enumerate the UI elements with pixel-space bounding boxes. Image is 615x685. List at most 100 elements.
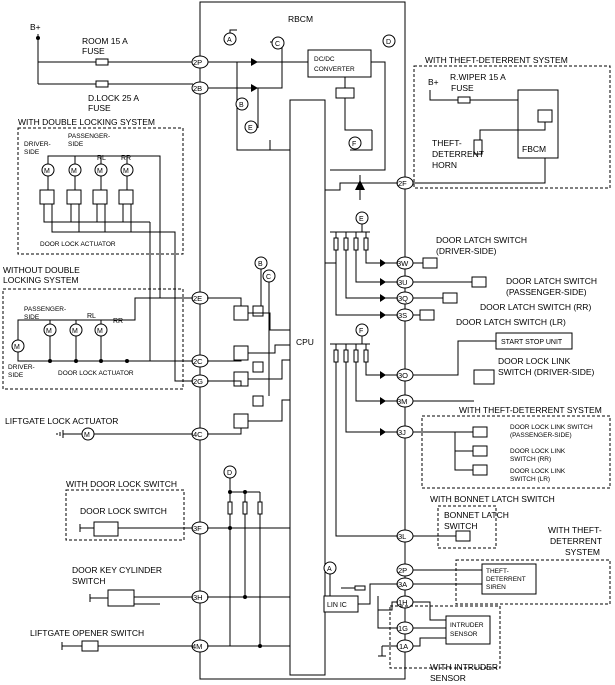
svg-text:A: A bbox=[227, 37, 232, 44]
motor-rl-single: M bbox=[69, 323, 83, 337]
motor-driver-double: M bbox=[41, 163, 55, 177]
marker-F2: F bbox=[355, 323, 369, 337]
pin-3L: 3L bbox=[396, 529, 414, 543]
svg-text:M: M bbox=[84, 432, 90, 439]
ground-icon bbox=[89, 594, 108, 602]
ground-icon bbox=[56, 430, 64, 438]
intruder-group-title-1: WITH INTRUDER bbox=[430, 662, 498, 672]
junction-dot bbox=[74, 359, 78, 363]
fbcm-relay bbox=[537, 109, 553, 123]
passenger-side-label: PASSENGER- bbox=[68, 133, 110, 140]
cpu-block bbox=[289, 99, 326, 676]
internal-wire bbox=[344, 98, 372, 131]
bonnet-group-title: WITH BONNET LATCH SWITCH bbox=[430, 494, 555, 504]
pin-3M: 3M bbox=[396, 394, 414, 408]
theft-mid-title: WITH THEFT-DETERRENT SYSTEM bbox=[459, 405, 602, 415]
door-lock-switch-group-title: WITH DOOR LOCK SWITCH bbox=[66, 479, 177, 489]
svg-text:1H: 1H bbox=[398, 598, 408, 607]
link-lr-switch bbox=[472, 464, 488, 476]
latch-pass-switch bbox=[471, 276, 487, 288]
svg-text:E: E bbox=[359, 216, 364, 223]
pin-1A: 1A bbox=[396, 639, 414, 653]
dlock-fuse bbox=[95, 80, 109, 88]
svg-text:2P: 2P bbox=[193, 58, 202, 67]
driver-side-label-3: DRIVER- bbox=[8, 364, 35, 371]
room-fuse-label: ROOM 15 A bbox=[82, 36, 128, 46]
junction-dot bbox=[48, 359, 52, 363]
liftgate-opener-switch-icon bbox=[81, 640, 99, 652]
svg-text:A: A bbox=[327, 566, 332, 573]
pin-2G: 2G bbox=[191, 374, 209, 388]
liftgate-lock-label: LIFTGATE LOCK ACTUATOR bbox=[5, 416, 118, 426]
link-rr-label-2: SWITCH (RR) bbox=[510, 456, 551, 463]
wire bbox=[135, 155, 193, 299]
horn-label-2: DETERRENT bbox=[432, 149, 484, 159]
rl-label: RL bbox=[97, 155, 106, 162]
dlock-fuse-label-2: FUSE bbox=[88, 103, 111, 113]
svg-text:3A: 3A bbox=[398, 580, 407, 589]
latch-pass-label-2: (PASSENGER-SIDE) bbox=[506, 287, 587, 297]
pin-2P-right: 2P bbox=[396, 563, 414, 577]
rwiper-fuse-label-2: FUSE bbox=[451, 83, 474, 93]
svg-text:D: D bbox=[386, 39, 391, 46]
key-cylinder-switch-icon bbox=[107, 589, 135, 607]
marker-E2: E bbox=[355, 211, 369, 225]
double-lock-bus bbox=[47, 155, 135, 164]
svg-text:M: M bbox=[72, 328, 78, 335]
svg-text:3U: 3U bbox=[398, 278, 408, 287]
latch-rr-switch bbox=[442, 292, 458, 304]
svg-text:B: B bbox=[258, 261, 263, 268]
rbcm-title: RBCM bbox=[288, 14, 313, 24]
motor-passenger-single: M bbox=[43, 323, 57, 337]
svg-text:3H: 3H bbox=[193, 593, 203, 602]
svg-text:1A: 1A bbox=[399, 642, 408, 651]
internal-wire bbox=[236, 62, 290, 151]
wire bbox=[479, 122, 546, 140]
pin-4C: 4C bbox=[191, 427, 209, 441]
dcdc-coil bbox=[335, 87, 355, 99]
pin-3J: 3J bbox=[396, 425, 414, 439]
junction-dot bbox=[99, 359, 103, 363]
wire bbox=[377, 596, 398, 629]
dcdc-label-2: CONVERTER bbox=[314, 66, 355, 73]
wire bbox=[413, 637, 446, 647]
without-double-group bbox=[2, 288, 184, 390]
svg-text:M: M bbox=[71, 168, 77, 175]
link-lr-label-2: SWITCH (LR) bbox=[510, 476, 550, 483]
junction-dot bbox=[125, 359, 129, 363]
wire bbox=[17, 352, 193, 362]
liftgate-opener-label: LIFTGATE OPENER SWITCH bbox=[30, 628, 144, 638]
door-lock-switch-label: DOOR LOCK SWITCH bbox=[80, 506, 167, 516]
diode-icon bbox=[251, 58, 258, 66]
svg-text:D: D bbox=[227, 470, 232, 477]
link-rr-switch bbox=[472, 445, 488, 457]
latch-diodes bbox=[380, 259, 386, 319]
svg-text:3F: 3F bbox=[193, 524, 202, 533]
key-cylinder-label-2: SWITCH bbox=[72, 576, 106, 586]
link-pass-label-2: (PASSENGER-SIDE) bbox=[510, 432, 572, 439]
wire bbox=[358, 583, 398, 605]
motor-rr-single: M bbox=[94, 323, 108, 337]
internal-wire bbox=[330, 61, 386, 171]
intruder-label: INTRUDER bbox=[450, 622, 484, 629]
latch-driver-switch bbox=[422, 257, 438, 269]
wire bbox=[149, 222, 193, 362]
motor-driver-single: M bbox=[11, 339, 25, 353]
pin-2E: 2E bbox=[191, 291, 209, 305]
svg-text:M: M bbox=[46, 328, 52, 335]
svg-text:C: C bbox=[275, 41, 280, 48]
pin-3W: 3W bbox=[396, 256, 414, 270]
door-lock-switch-group bbox=[65, 489, 185, 541]
motor-rr-double: M bbox=[120, 163, 134, 177]
theft-b-plus: B+ bbox=[428, 77, 439, 87]
rwiper-fuse-label: R.WIPER 15 A bbox=[450, 72, 506, 82]
marker-C: C bbox=[271, 36, 285, 50]
lin-ic-label: LIN IC bbox=[327, 602, 347, 609]
siren-box bbox=[481, 563, 537, 595]
ground-icon bbox=[61, 642, 82, 650]
rwiper-fuse bbox=[457, 96, 471, 104]
intruder-group bbox=[389, 605, 501, 669]
driver-side-label: DRIVER- bbox=[24, 141, 51, 148]
svg-text:3J: 3J bbox=[398, 428, 406, 437]
